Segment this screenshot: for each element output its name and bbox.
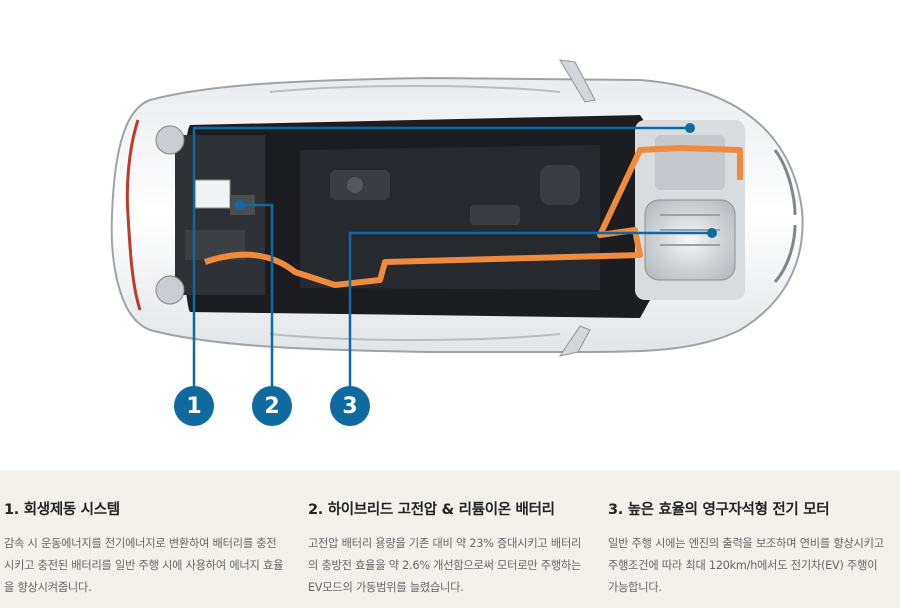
feature-description: 감속 시 운동에너지를 전기에너지로 변환하여 배터리를 충전 시키고 충전된 … [4,533,296,599]
rear-battery-module [155,125,265,305]
feature-description: 일반 주행 시에는 엔진의 출력을 보조하며 연비를 향상시키고 주행조건에 따… [608,533,900,599]
feature-line: 주행조건에 따라 최대 120km/h에서도 전기차(EV) 주행이 [608,559,878,572]
car-cutaway-illustration [110,59,804,388]
leader-endpoints [235,123,717,238]
feature-line: 시키고 충전된 배터리를 일반 주행 시에 사용하여 에너지 효율 [4,559,284,572]
feature-title: 2. 하이브리드 고전압 & 리튬이온 배터리 [308,502,555,518]
high-voltage-cable [204,145,743,288]
feature-electric-motor: 3. 높은 효율의 영구자석형 전기 모터 일반 주행 시에는 엔진의 출력을 … [608,498,900,599]
feature-line: EV모드의 가동범위를 늘렸습니다. [308,581,464,594]
callout-2[interactable]: 2 [252,386,292,426]
feature-line: 고전압 배터리 용량을 기존 대비 약 23% 증대시키고 배터리 [308,537,582,550]
callout-3[interactable]: 3 [330,386,370,426]
callout-leaders [192,126,712,388]
floor-details [330,165,580,225]
feature-line: 을 향상시켜줍니다. [4,581,92,594]
feature-line: 일반 주행 시에는 엔진의 출력을 보조하며 연비를 향상시키고 [608,537,884,550]
hero-illustration: 1 2 3 [110,59,804,426]
feature-line: 감속 시 운동에너지를 전기에너지로 변환하여 배터리를 충전 [4,537,277,550]
feature-title: 1. 회생제동 시스템 [4,502,120,518]
feature-title: 3. 높은 효율의 영구자석형 전기 모터 [608,502,830,518]
feature-regenerative-braking: 1. 회생제동 시스템 감속 시 운동에너지를 전기에너지로 변환하여 배터리를… [4,498,296,599]
callout-1[interactable]: 1 [174,386,214,426]
feature-line: 가능합니다. [608,581,662,594]
feature-line: 의 충방전 효율을 약 2.6% 개선함으로써 모터로만 주행하는 [308,559,582,572]
features-section: 1. 회생제동 시스템 감속 시 운동에너지를 전기에너지로 변환하여 배터리를… [0,470,900,608]
feature-description: 고전압 배터리 용량을 기존 대비 약 23% 증대시키고 배터리 의 충방전 … [308,533,600,599]
feature-battery: 2. 하이브리드 고전압 & 리튬이온 배터리 고전압 배터리 용량을 기존 대… [308,498,600,599]
